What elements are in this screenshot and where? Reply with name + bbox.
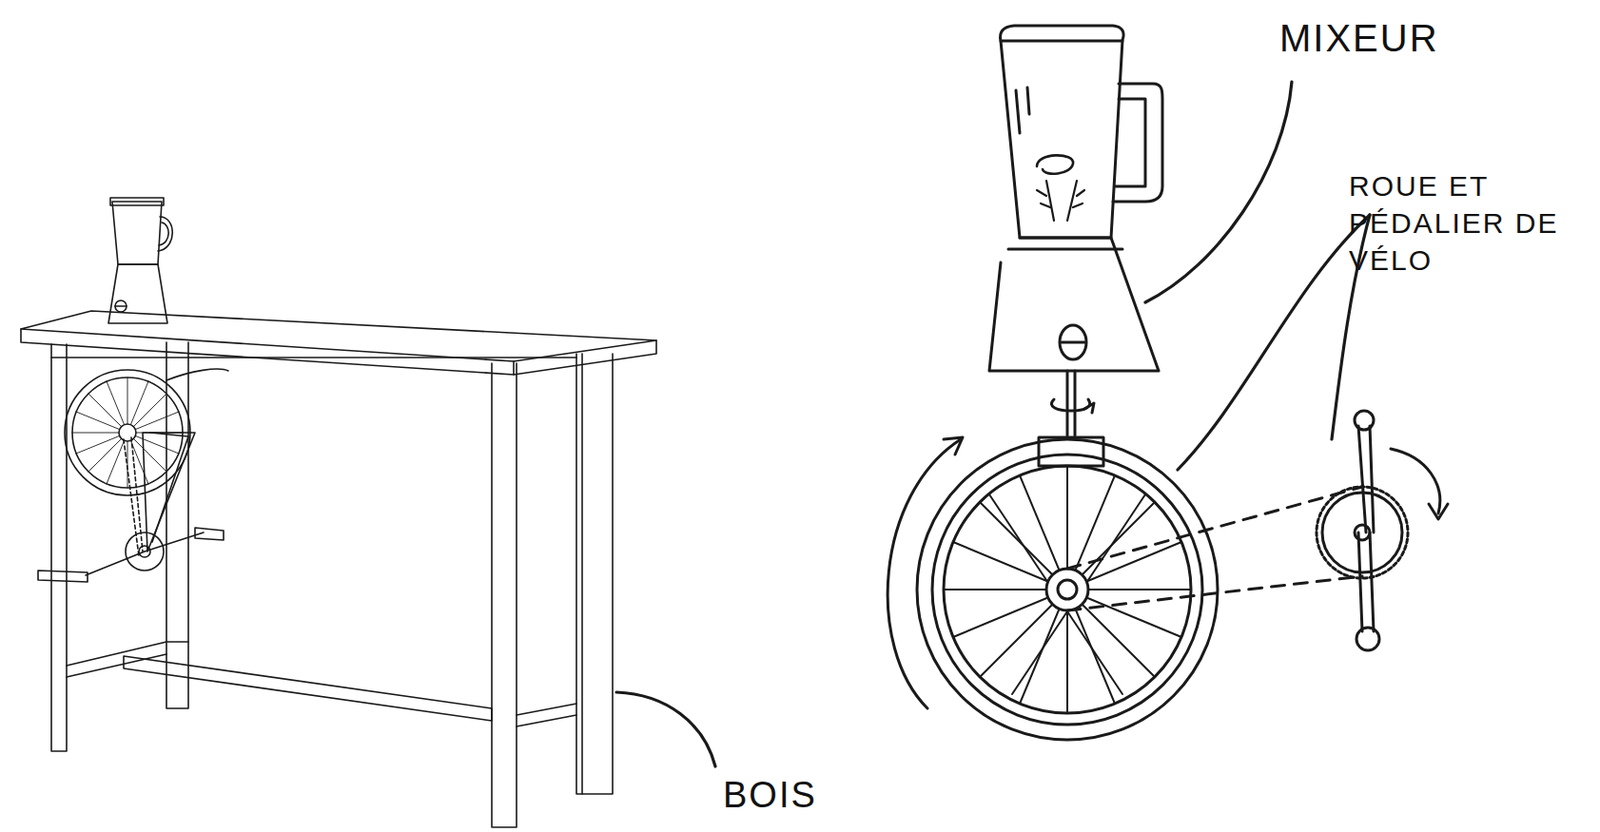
material-label: BOIS: [722, 772, 818, 820]
pedal-sprocket: [1067, 410, 1448, 651]
big-blender: [989, 25, 1163, 467]
small-blender: [108, 197, 173, 324]
part-label: MIXEUR: [1279, 13, 1440, 63]
part-label: ROUE ET PÉDALIER DE VÉLO: [1348, 167, 1587, 279]
leader-lines: [616, 81, 1370, 767]
table-drawing: [20, 311, 657, 828]
big-wheel: [887, 437, 1218, 741]
